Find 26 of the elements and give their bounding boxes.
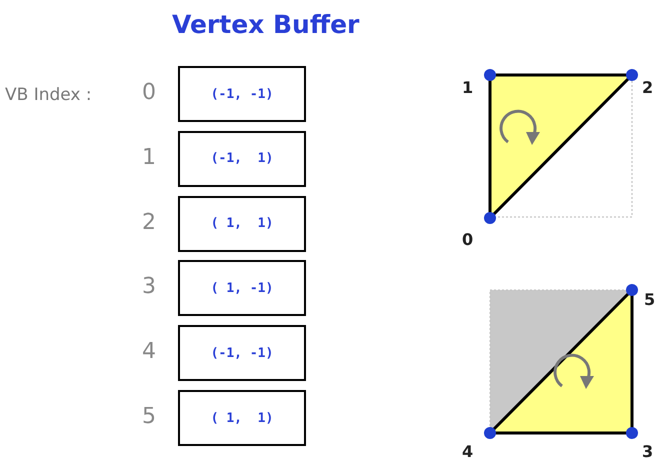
- buffer-cell: [178, 260, 306, 316]
- index-number: 0: [142, 80, 156, 105]
- vertex-coordinates: ( 1, 1): [210, 410, 274, 426]
- vertex-coordinates: ( 1, 1): [210, 216, 274, 232]
- buffer-cell: [178, 390, 306, 446]
- index-number: 2: [142, 210, 156, 235]
- index-heading: VB Index :: [5, 85, 92, 105]
- vertex-number: 3: [642, 442, 654, 461]
- buffer-cell: [178, 325, 306, 382]
- index-number: 3: [142, 274, 156, 300]
- vertex-number: 4: [462, 442, 474, 461]
- vertex-coordinates: (-1, -1): [210, 346, 274, 361]
- index-number: 5: [142, 404, 156, 429]
- vertex-number: 5: [644, 290, 656, 309]
- buffer-cell: [178, 196, 306, 252]
- index-number: 1: [142, 144, 156, 170]
- vertex-number: 1: [462, 78, 474, 97]
- vertex-coordinates: ( 1, -1): [210, 280, 274, 296]
- title: Vertex Buffer: [172, 10, 360, 39]
- buffer-cell: [178, 130, 306, 187]
- vertex-coordinates: (-1, 1): [210, 151, 274, 166]
- vertex-number: 2: [642, 78, 654, 97]
- vertex-number: 0: [462, 230, 474, 249]
- index-number: 4: [142, 339, 156, 364]
- vertex-coordinates: (-1, -1): [210, 86, 274, 102]
- buffer-cell: [178, 66, 306, 122]
